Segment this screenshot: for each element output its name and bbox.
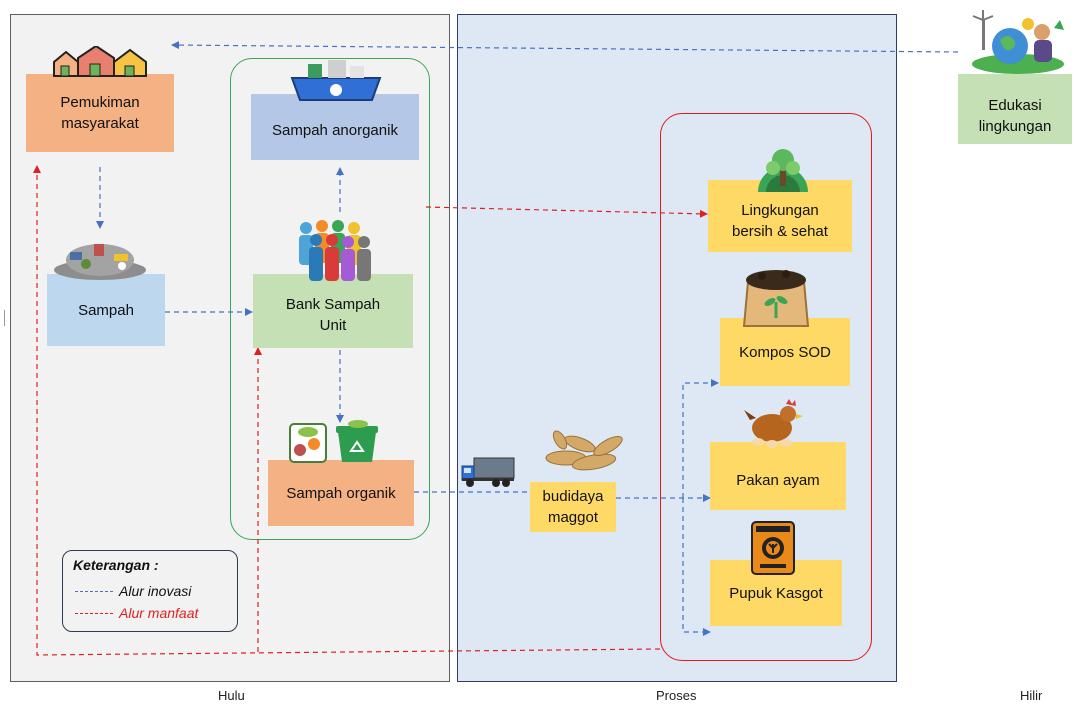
node-pemukiman: Pemukiman masyarakat [26,74,174,152]
recycle-bin-icon [290,60,382,101]
output-group [660,113,872,661]
earth-icon [758,149,808,192]
houses-icon [53,46,147,77]
legend-benefit-line [75,612,113,614]
truck-icon [461,457,515,487]
node-pakan: Pakan ayam [710,442,846,510]
node-kompos: Kompos SOD [720,318,850,386]
people-icon [299,220,371,281]
maggot-icon [545,430,623,471]
node-lingkungan: Lingkungan bersih & sehat [708,180,852,252]
organic-bin-icon [289,420,378,463]
arrow-benefit-loop [33,165,661,656]
section-hulu: Hulu [218,688,245,703]
legend-title: Keterangan : [73,557,159,573]
legend-innovation-line [75,590,113,592]
node-bank: Bank Sampah Unit [253,274,413,348]
legend-benefit-label: Alur manfaat [119,605,199,621]
node-sampah: Sampah [47,274,165,346]
node-maggot: budidaya maggot [530,482,616,532]
waste-pile-icon [54,244,146,280]
chicken-icon [744,399,803,448]
edge-mark [4,310,5,326]
section-hilir: Hilir [1020,688,1043,703]
fertilizer-pack-icon [751,521,795,575]
section-proses: Proses [656,688,697,703]
node-anorganik: Sampah anorganik [251,94,419,160]
legend: Keterangan : Alur inovasi Alur manfaat [62,550,238,632]
education-icon [972,10,1064,74]
arrow-edukasi-pemukiman [171,41,959,53]
node-edukasi: Edukasi lingkungan [958,74,1072,144]
node-organik: Sampah organik [268,460,414,526]
compost-bag-icon [742,270,810,327]
legend-benefit: Alur manfaat [75,605,198,621]
bank-sampah-group [230,58,430,540]
legend-innovation-label: Alur inovasi [119,583,192,599]
legend-innovation: Alur inovasi [75,583,191,599]
arrow-branch-up [682,379,719,498]
arrow-branch-down [682,498,711,636]
arrow-bank-lingkungan [425,206,708,218]
